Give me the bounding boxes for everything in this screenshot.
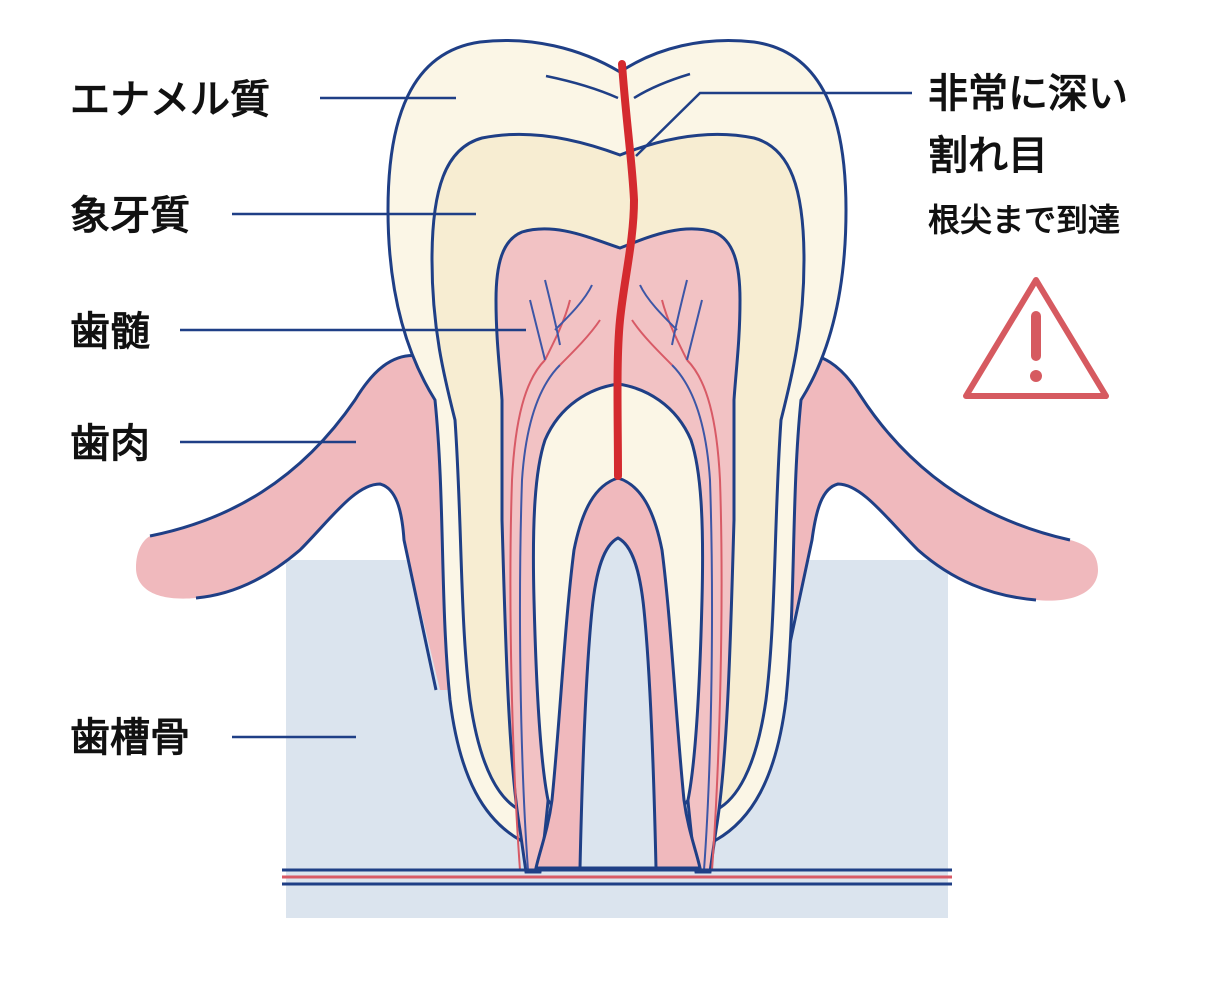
- annotation-line-3: 根尖まで到達: [928, 201, 1121, 239]
- label-enamel: エナメル質: [70, 77, 270, 123]
- base-vessels: [282, 868, 952, 886]
- gum-right: [760, 354, 1098, 690]
- label-pulp: 歯髄: [70, 309, 150, 355]
- enamel-fissure-right: [633, 72, 691, 100]
- inter-root-bone: [578, 536, 658, 870]
- nerve-vessels: [509, 279, 723, 871]
- label-bone: 歯槽骨: [70, 715, 190, 761]
- enamel-fissure-left: [545, 74, 619, 100]
- label-dentin: 象牙質: [70, 193, 190, 239]
- leader-crack: [635, 91, 912, 157]
- gum-left-lower-outline: [195, 482, 438, 691]
- deep-crack: [613, 60, 639, 480]
- warning-triangle-icon: [963, 277, 1109, 399]
- gum-left: [136, 355, 456, 690]
- leader-lines: [180, 91, 912, 739]
- gum-right-lower-outline: [778, 482, 1037, 691]
- label-gum: 歯肉: [70, 421, 150, 467]
- annotation-line-1: 非常に深い: [928, 71, 1128, 117]
- annotation-line-2: 割れ目: [928, 133, 1048, 179]
